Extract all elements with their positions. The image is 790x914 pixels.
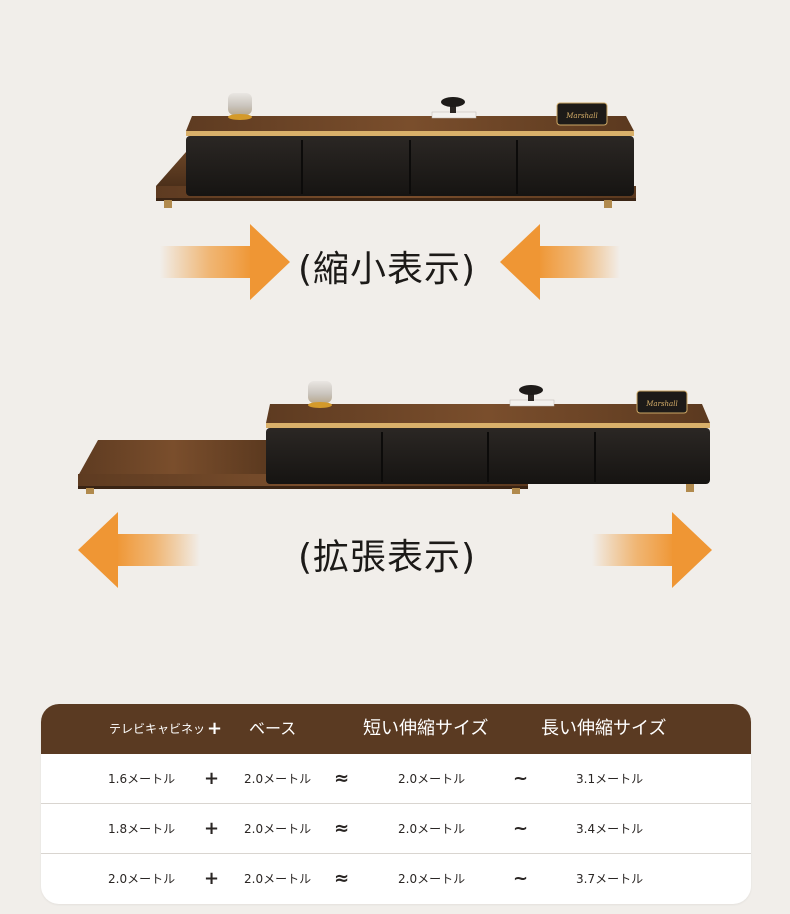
- cell-long-size: 3.4メートル: [576, 822, 644, 836]
- expanded-cabinet: Marshall: [78, 381, 710, 494]
- cell-cabinet: 1.6メートル: [108, 772, 176, 786]
- table-row: 1.6メートル + 2.0メートル ≈ 2.0メートル ~ 3.1メートル: [41, 754, 751, 804]
- header-plus: +: [207, 718, 223, 739]
- row-divider: [41, 803, 751, 804]
- shrink-arrow-right: [160, 224, 290, 300]
- expand-arrow-left: [78, 512, 200, 588]
- cell-base: 2.0メートル: [244, 822, 312, 836]
- cell-base: 2.0メートル: [244, 772, 312, 786]
- header-base: ベース: [249, 719, 297, 738]
- table-header: テレビキャビネッ + ベース 短い伸縮サイズ 長い伸縮サイズ: [41, 704, 751, 754]
- cell-long-size: 3.7メートル: [576, 872, 644, 886]
- header-short-size: 短い伸縮サイズ: [363, 718, 489, 739]
- cell-tilde: ~: [513, 818, 529, 839]
- cell-plus: +: [204, 768, 220, 789]
- header-long-size: 長い伸縮サイズ: [541, 718, 667, 739]
- cell-tilde: ~: [513, 868, 529, 889]
- expand-arrow-right: [592, 512, 712, 588]
- speaker-brand-label: Marshall: [565, 112, 597, 120]
- expanded-mode-label: (拡張表示): [298, 537, 477, 578]
- cell-cabinet: 1.8メートル: [108, 822, 176, 836]
- compact-mode-label: (縮小表示): [298, 249, 477, 290]
- cell-short-size: 2.0メートル: [398, 872, 466, 886]
- cell-approx: ≈: [334, 868, 350, 889]
- cell-approx: ≈: [334, 768, 350, 789]
- shrink-arrow-left: [500, 224, 620, 300]
- cell-plus: +: [204, 868, 220, 889]
- header-cabinet: テレビキャビネッ: [109, 722, 206, 736]
- table-row: 2.0メートル + 2.0メートル ≈ 2.0メートル ~ 3.7メートル: [41, 854, 751, 904]
- cell-short-size: 2.0メートル: [398, 772, 466, 786]
- cell-base: 2.0メートル: [244, 872, 312, 886]
- table-row: 1.8メートル + 2.0メートル ≈ 2.0メートル ~ 3.4メートル: [41, 804, 751, 854]
- cell-long-size: 3.1メートル: [576, 772, 644, 786]
- size-spec-table: テレビキャビネッ + ベース 短い伸縮サイズ 長い伸縮サイズ 1.6メートル +…: [41, 704, 751, 904]
- compact-cabinet: Marshall: [156, 93, 636, 208]
- cell-cabinet: 2.0メートル: [108, 872, 176, 886]
- cell-tilde: ~: [513, 768, 529, 789]
- cell-plus: +: [204, 818, 220, 839]
- cell-approx: ≈: [334, 818, 350, 839]
- row-divider: [41, 853, 751, 854]
- cell-short-size: 2.0メートル: [398, 822, 466, 836]
- speaker-brand-label: Marshall: [645, 400, 677, 408]
